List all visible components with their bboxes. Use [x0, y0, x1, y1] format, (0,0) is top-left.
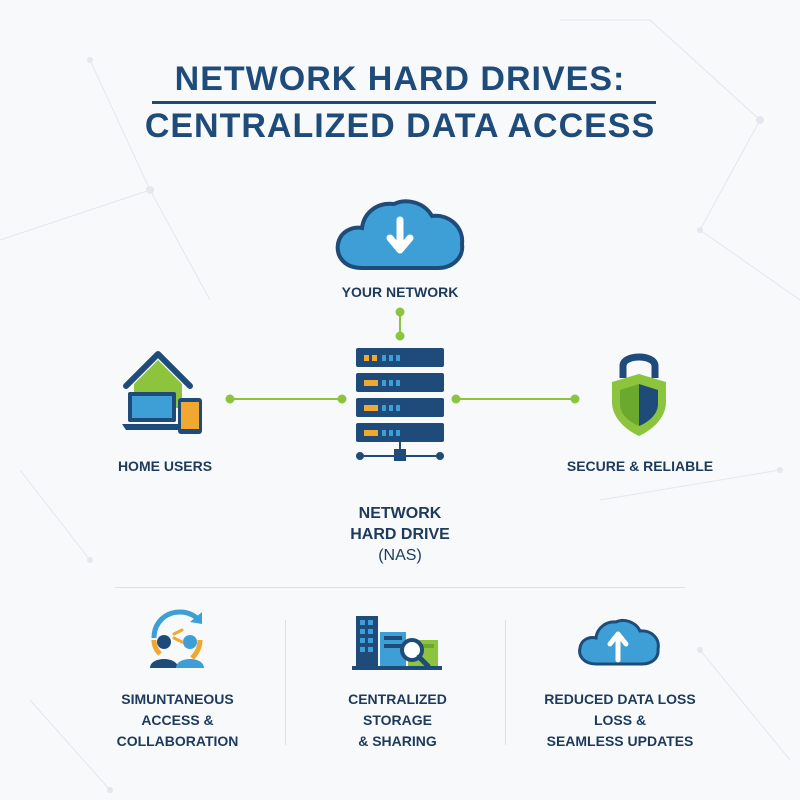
home-devices-icon [122, 351, 202, 434]
feature-2-line-3: & SHARING [358, 733, 437, 749]
nas-label-line-2: HARD DRIVE [350, 526, 450, 543]
feature-3-line-1: REDUCED DATA LOSS [544, 691, 696, 707]
padlock-shield-icon [612, 353, 666, 436]
collaboration-icon [150, 609, 204, 668]
nas-label-line-1: NETWORK [358, 505, 442, 522]
feature-updates: REDUCED DATA LOSS LOSS & SEAMLESS UPDATE… [520, 689, 720, 752]
nas-label: NETWORK HARD DRIVE (NAS) [300, 503, 500, 566]
title-divider [152, 101, 656, 104]
feature-divider-2 [505, 620, 506, 745]
home-users-label: HOME USERS [117, 458, 213, 474]
cloud-download-icon [335, 199, 465, 270]
cloud-upload-icon [578, 618, 660, 666]
server-rack-icon [356, 348, 444, 461]
feature-divider-1 [285, 620, 286, 745]
feature-3-line-2: LOSS & [593, 712, 647, 728]
storage-search-icon [352, 616, 442, 670]
section-divider [115, 587, 685, 588]
feature-collaboration: SIMUNTANEOUS ACCESS & COLLABORATION [100, 689, 255, 752]
your-network-label: YOUR NETWORK [341, 284, 459, 300]
feature-3-line-3: SEAMLESS UPDATES [546, 733, 694, 749]
feature-2-line-1: CENTRALIZED [348, 691, 447, 707]
feature-1-line-1: SIMUNTANEOUS [121, 691, 234, 707]
feature-2-line-2: STORAGE [363, 712, 432, 728]
nas-label-line-3: (NAS) [378, 547, 422, 564]
title-line-2: CENTRALIZED DATA ACCESS [144, 107, 656, 145]
feature-1-line-2: ACCESS & [141, 712, 214, 728]
title-line-1: NETWORK HARD DRIVES: [174, 60, 626, 98]
feature-1-line-3: COLLABORATION [116, 733, 239, 749]
secure-reliable-label: SECURE & RELIABLE [566, 458, 714, 474]
feature-storage: CENTRALIZED STORAGE & SHARING [320, 689, 475, 752]
